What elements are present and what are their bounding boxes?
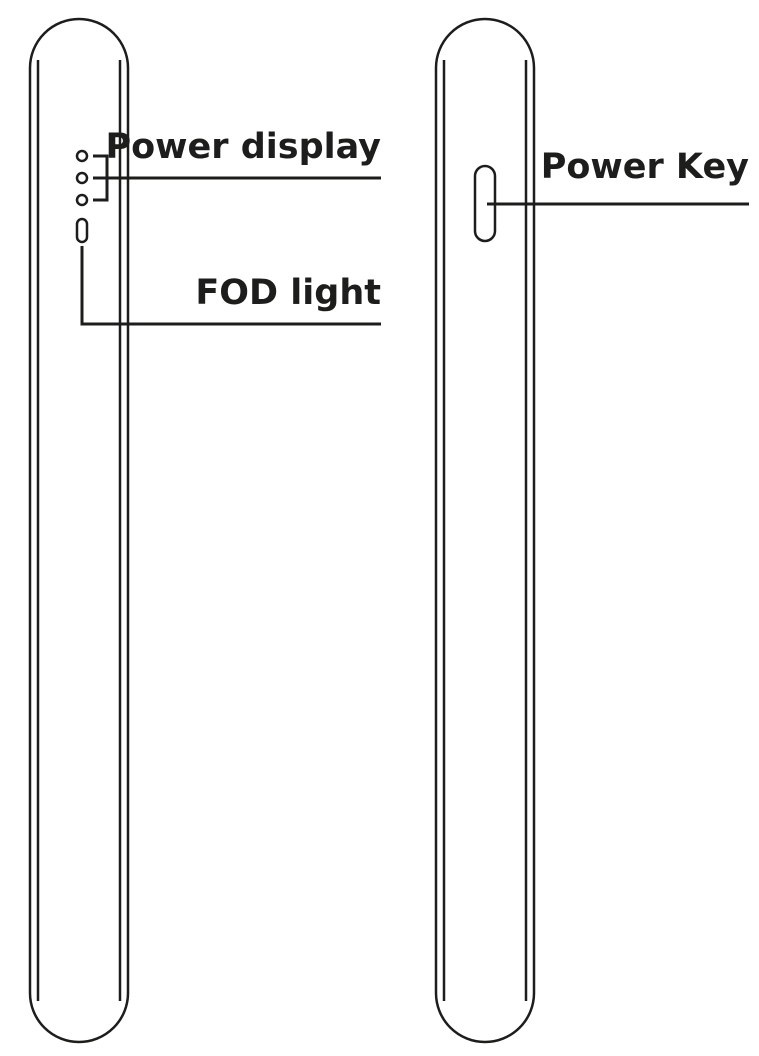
left-side-view: Power display FOD light xyxy=(28,17,381,1044)
power-key-label: Power Key xyxy=(541,147,749,187)
power-led-2 xyxy=(75,171,89,185)
fod-light-indicator xyxy=(75,217,89,244)
fod-light-label: FOD light xyxy=(195,273,381,313)
fod-light-leader-line xyxy=(80,246,381,326)
power-led-1 xyxy=(75,149,89,163)
power-led-3 xyxy=(75,193,89,207)
right-device-outer-outline xyxy=(434,17,536,1044)
power-display-label: Power display xyxy=(105,127,381,167)
left-device-outer-outline xyxy=(28,17,130,1044)
right-side-view: Power Key xyxy=(434,17,749,1044)
